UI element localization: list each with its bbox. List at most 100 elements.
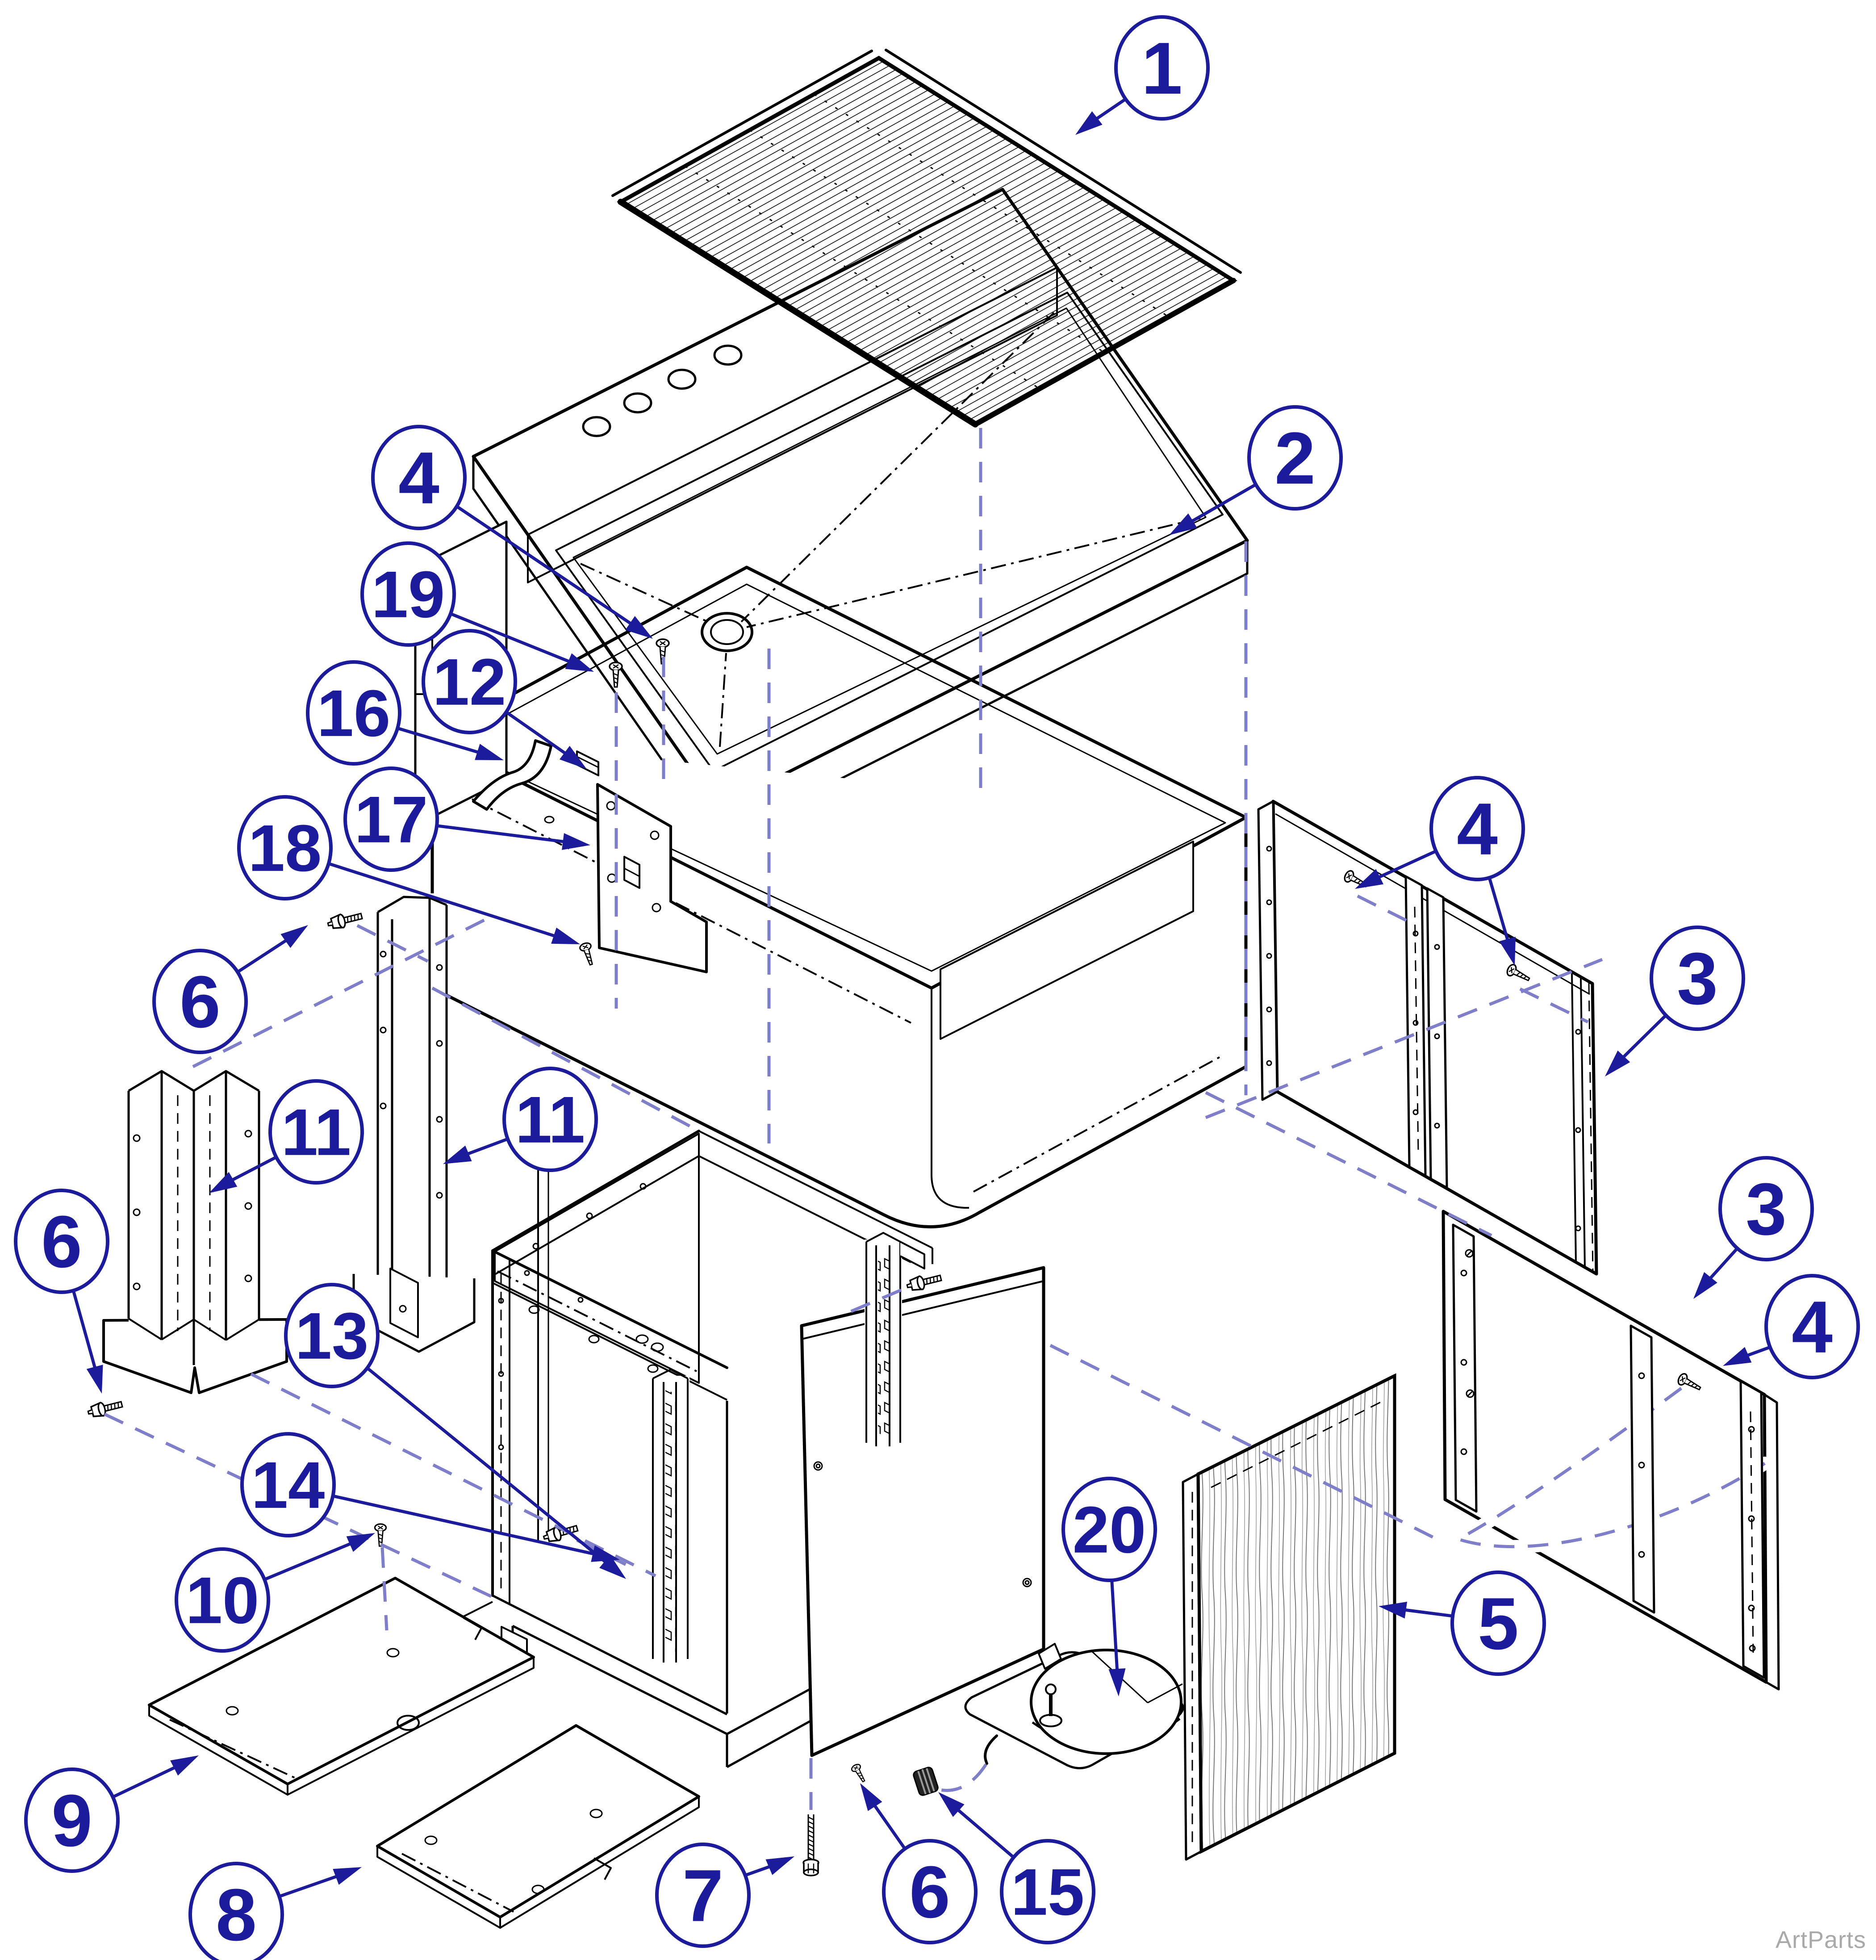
callout-11: 11	[209, 1079, 364, 1193]
balloon-number: 19	[372, 558, 445, 632]
screw-icon	[850, 1762, 869, 1784]
leader-line	[506, 711, 570, 757]
arrowhead-icon	[938, 1792, 965, 1817]
balloon-number: 7	[682, 1855, 723, 1937]
leader-line	[456, 505, 635, 628]
leader-line	[1110, 1581, 1119, 1675]
callout-1: 1	[1075, 15, 1210, 135]
balloon-number: 9	[51, 1780, 92, 1862]
leader-line	[280, 1873, 342, 1898]
callout-5: 5	[1379, 1571, 1546, 1676]
leader-line	[237, 936, 291, 973]
arrowhead-icon	[1355, 869, 1384, 889]
faucet-holes	[582, 344, 743, 437]
part-16-spacer-strip	[472, 739, 552, 811]
lag-bolt-icon	[802, 1813, 819, 1876]
balloon-circle	[371, 425, 467, 530]
balloon-number: 18	[248, 812, 322, 885]
balloon-circle	[1650, 926, 1745, 1031]
balloon-number: 11	[281, 1096, 351, 1169]
arrowhead-icon	[1499, 937, 1516, 966]
callout-15: 15	[938, 1792, 1095, 1944]
toggle-lever-icon	[1038, 1643, 1062, 1670]
balloon-circle	[1718, 1156, 1814, 1261]
arrowhead-icon	[1379, 1601, 1408, 1619]
callout-2: 2	[1169, 405, 1343, 535]
cabinet-side-panel	[800, 1266, 1045, 1757]
balloon-number: 2	[1274, 417, 1316, 499]
balloon-number: 4	[398, 437, 439, 519]
part-2-sink-counter-top	[472, 188, 1249, 842]
balloon-number: 16	[317, 677, 391, 750]
bolt-icon	[905, 1270, 944, 1294]
arrowhead-icon	[170, 1755, 199, 1776]
part-15-grommet	[913, 1767, 939, 1796]
arrowhead-icon	[86, 1365, 103, 1394]
leader-line	[1187, 483, 1256, 525]
callout-11: 11	[443, 1067, 598, 1172]
arrowhead-icon	[346, 1533, 375, 1552]
arrowhead-icon	[209, 1172, 238, 1193]
arrowhead-icon	[765, 1856, 794, 1875]
watermark: ArtParts	[1775, 1926, 1866, 1953]
arrowhead-icon	[591, 1545, 620, 1562]
part-14-slotted-upright-rear	[865, 1232, 925, 1447]
arrowhead-icon	[475, 744, 504, 760]
balloon-circle	[268, 1079, 364, 1185]
callout-6: 6	[860, 1783, 978, 1944]
leader-line	[72, 1291, 98, 1373]
balloon-circle	[422, 629, 517, 734]
balloon-circle	[306, 660, 401, 766]
balloon-number: 8	[216, 1874, 257, 1956]
leader-line	[1488, 878, 1511, 945]
arrowhead-icon	[1605, 1050, 1630, 1076]
balloon-number: 3	[1746, 1168, 1787, 1250]
callout-6: 6	[152, 925, 308, 1054]
balloon-number: 6	[909, 1851, 950, 1933]
balloon-number: 6	[41, 1201, 82, 1283]
balloon-circle	[1429, 776, 1525, 881]
balloon-circle	[240, 1432, 336, 1537]
leader-line	[437, 824, 568, 844]
balloon-number: 4	[1792, 1286, 1833, 1368]
callout-7: 7	[655, 1843, 794, 1948]
balloon-circle	[237, 795, 333, 900]
arrowhead-icon	[599, 1554, 626, 1579]
arrowhead-icon	[562, 833, 590, 850]
callout-3: 3	[1605, 926, 1745, 1076]
part-9-bottom-panel	[148, 1577, 535, 1796]
arrowhead-icon	[1169, 513, 1197, 535]
part-14-slotted-upright-front	[651, 1369, 689, 1663]
callout-4: 4	[371, 425, 653, 639]
part-3-back-panel-lower	[1441, 1210, 1780, 1691]
arrowhead-icon	[333, 1867, 362, 1885]
part-3-back-panel-upper	[1257, 800, 1598, 1276]
callout-10: 10	[175, 1533, 375, 1653]
callout-12: 12	[422, 629, 587, 769]
callout-18: 18	[237, 795, 580, 944]
leader-line	[367, 1367, 610, 1566]
leader-line	[953, 1805, 1014, 1858]
balloon-number: 6	[180, 961, 221, 1043]
balloon-circle	[1450, 1571, 1546, 1676]
balloon-circle	[188, 1862, 284, 1960]
balloon-circle	[24, 1767, 120, 1873]
callout-9: 9	[24, 1755, 199, 1873]
arrowhead-icon	[1723, 1347, 1752, 1366]
balloon-circle	[1247, 405, 1343, 511]
balloon-number: 12	[433, 645, 506, 719]
balloon-number: 13	[295, 1299, 369, 1373]
balloon-circle	[882, 1839, 978, 1944]
arrowhead-icon	[565, 653, 594, 672]
balloon-number: 15	[1011, 1855, 1085, 1929]
part-5-wood-door-panel	[1182, 1373, 1396, 1861]
arrowhead-icon	[280, 925, 308, 948]
balloon-number: 1	[1141, 27, 1182, 109]
balloon-circle	[502, 1067, 598, 1172]
leader-line	[227, 1156, 276, 1184]
arrowhead-icon	[551, 927, 580, 944]
callout-4: 4	[1355, 776, 1525, 966]
balloon-number: 14	[251, 1449, 325, 1522]
balloon-number: 5	[1478, 1583, 1519, 1665]
balloon-circle	[1114, 15, 1210, 121]
